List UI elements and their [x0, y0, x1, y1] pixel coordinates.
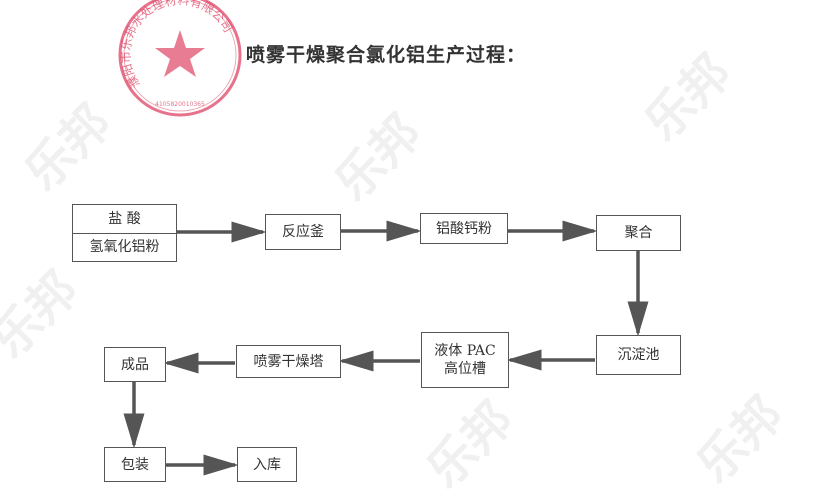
node-settling-tank: 沉淀池 [596, 335, 681, 375]
node-pac-tank: 液体 PAC 高位槽 [421, 332, 509, 388]
pac-tank-line2: 高位槽 [444, 361, 486, 377]
node-packaging: 包装 [104, 447, 166, 482]
node-hydrochloric-acid: 盐 酸 [108, 210, 141, 227]
node-aluminum-hydroxide: 氢氧化铝粉 [73, 232, 176, 262]
pac-tank-line1: 液体 PAC [434, 343, 496, 359]
node-product: 成品 [104, 347, 166, 382]
input-box: 盐 酸 氢氧化铝粉 [72, 204, 177, 262]
star-icon [155, 30, 205, 77]
node-polymerize: 聚合 [596, 215, 681, 251]
node-storage: 入库 [237, 447, 297, 482]
node-spray-dryer: 喷雾干燥塔 [236, 345, 341, 378]
page-title: 喷雾干燥聚合氯化铝生产过程： [246, 44, 527, 66]
stamp-number: 4105820010365 [155, 101, 205, 108]
node-calcium-aluminate: 铝酸钙粉 [420, 213, 508, 244]
node-reactor: 反应釜 [265, 214, 341, 250]
